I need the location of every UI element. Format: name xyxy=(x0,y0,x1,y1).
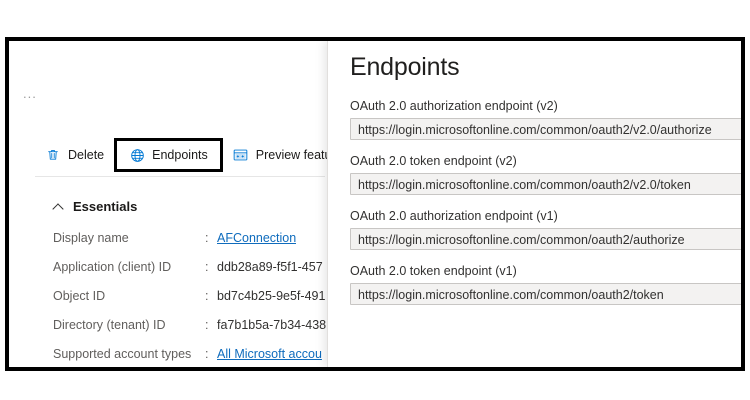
property-label: Directory (tenant) ID xyxy=(53,318,166,332)
endpoint-input-token-v2[interactable]: https://login.microsoftonline.com/common… xyxy=(350,173,741,195)
property-value-tenant-id: fa7b1b5a-7b34-438 xyxy=(217,318,327,332)
essentials-heading: Essentials xyxy=(73,199,138,214)
property-value-object-id: bd7c4b25-9e5f-491 xyxy=(217,289,326,303)
annotation-frame: ... Delete xyxy=(5,37,745,371)
property-row: Supported account types : All Microsoft … xyxy=(53,347,329,367)
preview-features-label: Preview feature xyxy=(255,148,329,162)
property-row: Application (client) ID : ddb28a89-f5f1-… xyxy=(53,260,329,289)
property-value-account-types[interactable]: All Microsoft accou xyxy=(217,347,322,361)
globe-icon xyxy=(129,147,145,163)
endpoints-highlight-annotation: Endpoints xyxy=(114,138,223,172)
endpoints-flyout-panel: Endpoints OAuth 2.0 authorization endpoi… xyxy=(327,41,741,367)
endpoint-label-token-v2: OAuth 2.0 token endpoint (v2) xyxy=(350,154,517,168)
endpoint-field: OAuth 2.0 token endpoint (v2) https://lo… xyxy=(350,154,741,195)
overflow-menu-ellipsis[interactable]: ... xyxy=(23,86,37,101)
property-separator: : xyxy=(205,231,209,245)
endpoints-field-list: OAuth 2.0 authorization endpoint (v2) ht… xyxy=(350,99,741,319)
property-separator: : xyxy=(205,347,209,361)
preview-features-button[interactable]: Preview feature xyxy=(227,143,329,167)
endpoint-label-authorize-v1: OAuth 2.0 authorization endpoint (v1) xyxy=(350,209,558,223)
endpoint-input-authorize-v2[interactable]: https://login.microsoftonline.com/common… xyxy=(350,118,741,140)
endpoint-label-authorize-v2: OAuth 2.0 authorization endpoint (v2) xyxy=(350,99,558,113)
property-separator: : xyxy=(205,289,209,303)
endpoints-label: Endpoints xyxy=(152,148,208,162)
property-separator: : xyxy=(205,318,209,332)
essentials-section-header[interactable]: Essentials xyxy=(53,199,137,214)
endpoint-field: OAuth 2.0 authorization endpoint (v1) ht… xyxy=(350,209,741,250)
endpoint-field: OAuth 2.0 authorization endpoint (v2) ht… xyxy=(350,99,741,140)
property-value-display-name[interactable]: AFConnection xyxy=(217,231,297,245)
app-registration-blade: ... Delete xyxy=(9,41,329,367)
delete-label: Delete xyxy=(68,148,105,162)
property-label: Supported account types xyxy=(53,347,192,361)
property-separator: : xyxy=(205,260,209,274)
property-label: Application (client) ID xyxy=(53,260,172,274)
command-bar-divider xyxy=(35,176,325,177)
property-row: Display name : AFConnection xyxy=(53,231,329,260)
property-value-client-id: ddb28a89-f5f1-457 xyxy=(217,260,323,274)
command-bar: Delete Endpoints xyxy=(9,137,329,173)
property-label: Object ID xyxy=(53,289,106,303)
endpoint-input-authorize-v1[interactable]: https://login.microsoftonline.com/common… xyxy=(350,228,741,250)
endpoints-button[interactable]: Endpoints xyxy=(123,143,214,167)
endpoint-input-token-v1[interactable]: https://login.microsoftonline.com/common… xyxy=(350,283,741,305)
endpoints-panel-title: Endpoints xyxy=(350,53,460,81)
delete-button[interactable]: Delete xyxy=(39,143,110,167)
chevron-up-icon xyxy=(53,201,64,212)
preview-window-icon xyxy=(233,147,249,163)
property-label: Display name xyxy=(53,231,129,245)
property-row: Directory (tenant) ID : fa7b1b5a-7b34-43… xyxy=(53,318,329,347)
essentials-property-list: Display name : AFConnection Application … xyxy=(53,231,329,367)
endpoint-field: OAuth 2.0 token endpoint (v1) https://lo… xyxy=(350,264,741,305)
trash-icon xyxy=(45,147,61,163)
property-row: Object ID : bd7c4b25-9e5f-491 xyxy=(53,289,329,318)
endpoint-label-token-v1: OAuth 2.0 token endpoint (v1) xyxy=(350,264,517,278)
